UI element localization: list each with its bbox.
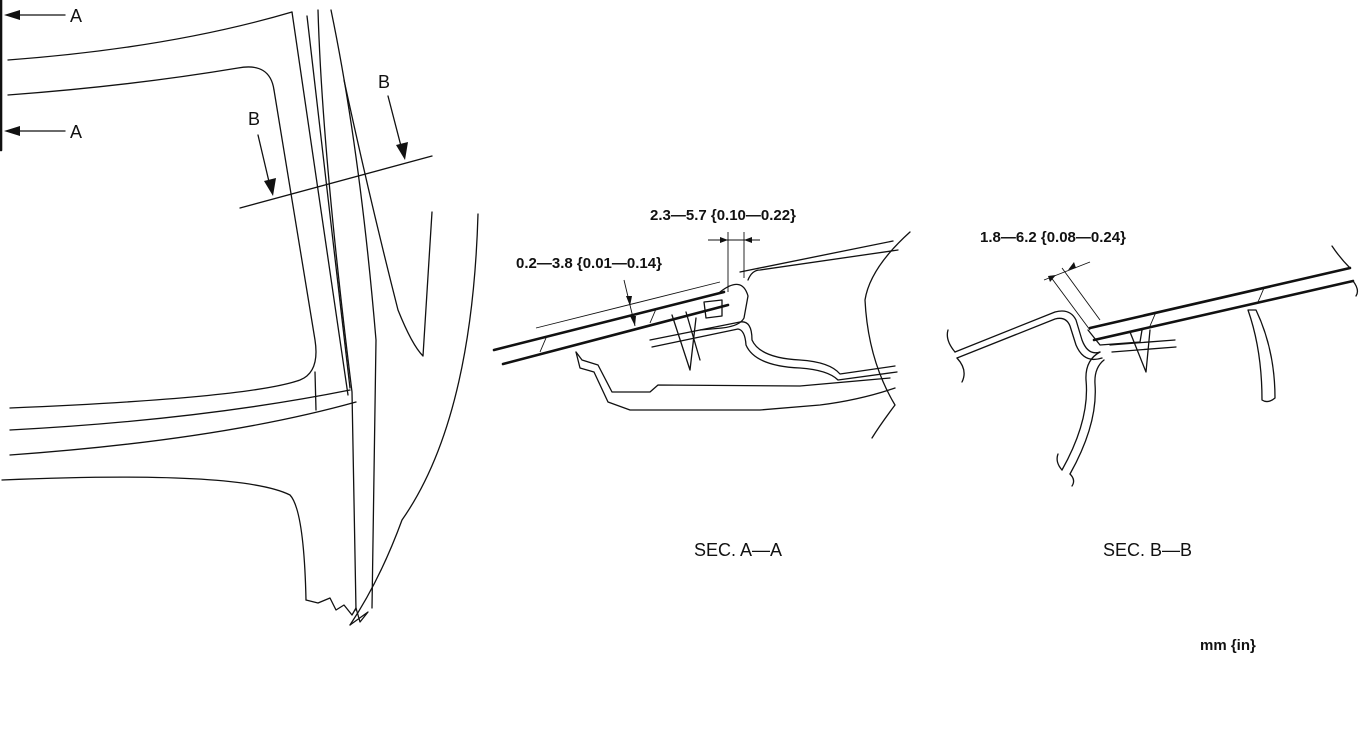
dim-a-inner-arrow-2 <box>630 316 636 326</box>
section-b-b-drawing: 1.8—6.2 {0.08—0.24} SEC. B—B <box>946 229 1359 560</box>
label-b-left: B <box>248 109 260 129</box>
arrow-b-left-shaft <box>257 134 271 187</box>
glass-b-hatch-1 <box>1149 311 1157 327</box>
dim-b-label: 1.8—6.2 {0.08—0.24} <box>980 229 1126 246</box>
clip-a-stem <box>685 311 701 361</box>
glass-b-break <box>1331 245 1359 297</box>
section-a-title: SEC. A—A <box>694 540 782 560</box>
fender-line <box>1 476 307 601</box>
label-a-upper: A <box>70 6 82 26</box>
cowl-line-2 <box>9 401 357 456</box>
roof-a-break <box>864 231 911 439</box>
glass-corner-line <box>314 371 317 411</box>
break-line <box>305 597 369 626</box>
dim-a-inner-arrow-1 <box>626 296 632 306</box>
label-b-right: B <box>378 72 390 92</box>
arrow-a-lower-head <box>4 126 20 136</box>
glass-b-top <box>1088 266 1352 330</box>
arrow-b-left-head <box>264 178 276 196</box>
inner-b-2 <box>1069 359 1105 475</box>
dim-b-arrow-2 <box>1068 262 1076 270</box>
dim-b-arrow-1 <box>1048 275 1056 282</box>
unit-note: mm {in} <box>1200 637 1256 654</box>
clip-a <box>671 314 697 371</box>
dim-b-ext-1 <box>1049 275 1091 331</box>
glass-a-top <box>492 290 726 352</box>
flange-a-bottom <box>651 328 898 381</box>
section-line-b <box>239 155 433 209</box>
roof-a-outer <box>739 240 894 273</box>
pillar-b-outer-1 <box>954 310 1101 354</box>
roof-edge-outer <box>7 11 293 61</box>
arrow-b-right-head <box>396 142 408 160</box>
arrow-b-right-shaft <box>387 95 403 151</box>
roof-a-inner <box>747 249 899 281</box>
flange-a-top <box>649 321 896 375</box>
glass-a-bottom <box>501 303 730 366</box>
vehicle-overview-drawing: A A B B <box>0 0 479 626</box>
glass-a-hatch-2 <box>649 308 657 324</box>
molding-a-lip <box>703 299 723 319</box>
pillar-line-2 <box>306 15 351 389</box>
body-rear-edge <box>349 213 479 626</box>
section-a-a-drawing: 2.3—5.7 {0.10—0.22} 0.2—3.8 {0.01—0.14} … <box>492 207 911 560</box>
pillar-line-4 <box>330 9 377 609</box>
glass-b-hatch-2 <box>1257 287 1265 303</box>
roof-edge-inner <box>7 66 275 96</box>
headliner-a-top <box>575 351 891 393</box>
reference-line-a <box>535 281 721 329</box>
pillar-trim <box>343 79 433 357</box>
glass-edge <box>9 89 317 409</box>
trim-b <box>1247 309 1276 403</box>
molding-b <box>1087 329 1143 346</box>
glass-a-hatch-1 <box>539 337 547 353</box>
inner-b-break <box>1056 453 1075 487</box>
cowl-line-1 <box>9 389 351 431</box>
pillar-b-break-left <box>946 329 965 383</box>
pillar-line-1 <box>291 11 349 396</box>
clip-b-flange <box>1109 339 1177 353</box>
dim-a-outer-arrow-2 <box>744 237 752 243</box>
label-a-lower: A <box>70 122 82 142</box>
molding-a <box>699 283 749 331</box>
pillar-b-outer-2 <box>956 317 1103 361</box>
dim-a-outer-label: 2.3—5.7 {0.10—0.22} <box>650 207 796 224</box>
inner-b-1 <box>1061 351 1101 471</box>
dim-a-outer-arrow-1 <box>720 237 728 243</box>
dim-a-inner-label: 0.2—3.8 {0.01—0.14} <box>516 255 662 272</box>
glass-b-bottom <box>1092 279 1355 342</box>
pillar-line-3 <box>317 9 357 611</box>
clip-b <box>1129 329 1151 373</box>
section-b-title: SEC. B—B <box>1103 540 1192 560</box>
dim-b-ext-2 <box>1061 267 1101 321</box>
arrow-a-upper-head <box>4 10 20 20</box>
headliner-a-bottom <box>575 351 896 411</box>
